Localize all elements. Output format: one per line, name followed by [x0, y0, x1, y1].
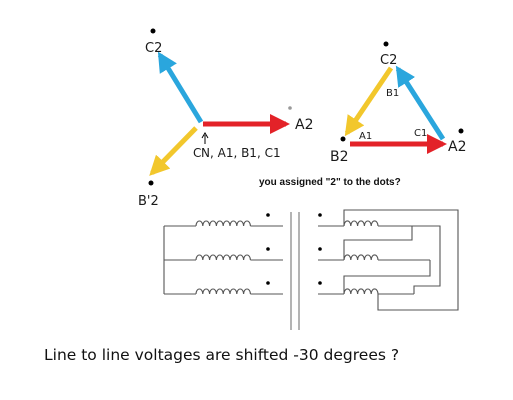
wye-c2-polarity-dot: [150, 28, 156, 34]
secondary-dot-1: [318, 213, 322, 217]
secondary-dot-2: [318, 247, 322, 251]
delta-label-c2: C2: [380, 53, 397, 68]
transformer-polarity-dots: [266, 213, 322, 285]
delta-phasor-diagram: C2 B1 A1 C1 A2 B2: [330, 41, 466, 165]
primary-winding-1: [164, 220, 283, 227]
secondary-dot-3: [318, 281, 322, 285]
delta-interconnect-outer: [343, 209, 459, 311]
delta-label-b1: B1: [386, 88, 399, 99]
wye-label-neutral: N, A1, B1, C1: [201, 146, 281, 160]
primary-winding-3: [164, 288, 283, 295]
delta-interconnect-2: [343, 260, 431, 294]
transformer-schematic: [163, 209, 459, 330]
delta-label-a1: A1: [359, 131, 372, 142]
delta-c-side-arrow: [395, 65, 446, 141]
dots-question: you assigned "2" to the dots?: [259, 177, 401, 188]
wye-label-b2: B'2: [138, 194, 159, 209]
primary-dot-3: [266, 281, 270, 285]
delta-b2-polarity-dot: [340, 136, 346, 142]
caption-question: Line to line voltages are shifted -30 de…: [44, 346, 400, 364]
delta-c2-polarity-dot: [383, 41, 389, 47]
wye-a2-polarity-dot: [288, 106, 292, 110]
primary-dot-1: [266, 213, 270, 217]
wye-phase-b-arrow: [149, 126, 198, 176]
secondary-winding-2: [318, 254, 430, 261]
wye-neutral-prefix: C: [193, 146, 201, 160]
delta-interconnect-1: [343, 226, 413, 260]
wye-phasor-diagram: C2 A2 B'2 C N, A1, B1, C1: [138, 28, 313, 209]
wye-label-a2: A2: [295, 117, 313, 133]
wye-phase-c-arrow: [157, 51, 204, 124]
wye-label-c2: C2: [145, 41, 162, 56]
delta-a2-polarity-dot: [458, 128, 464, 134]
secondary-winding-1: [318, 220, 412, 227]
secondary-winding-3: [318, 288, 414, 295]
primary-winding-2: [164, 254, 283, 261]
primary-dot-2: [266, 247, 270, 251]
delta-b-side-arrow: [344, 66, 394, 137]
delta-label-a2: A2: [448, 139, 466, 155]
delta-label-c1: C1: [414, 128, 427, 139]
delta-label-b2: B2: [330, 149, 349, 165]
delta-interconnect-3: [412, 225, 441, 294]
wye-b2-polarity-dot: [148, 180, 154, 186]
